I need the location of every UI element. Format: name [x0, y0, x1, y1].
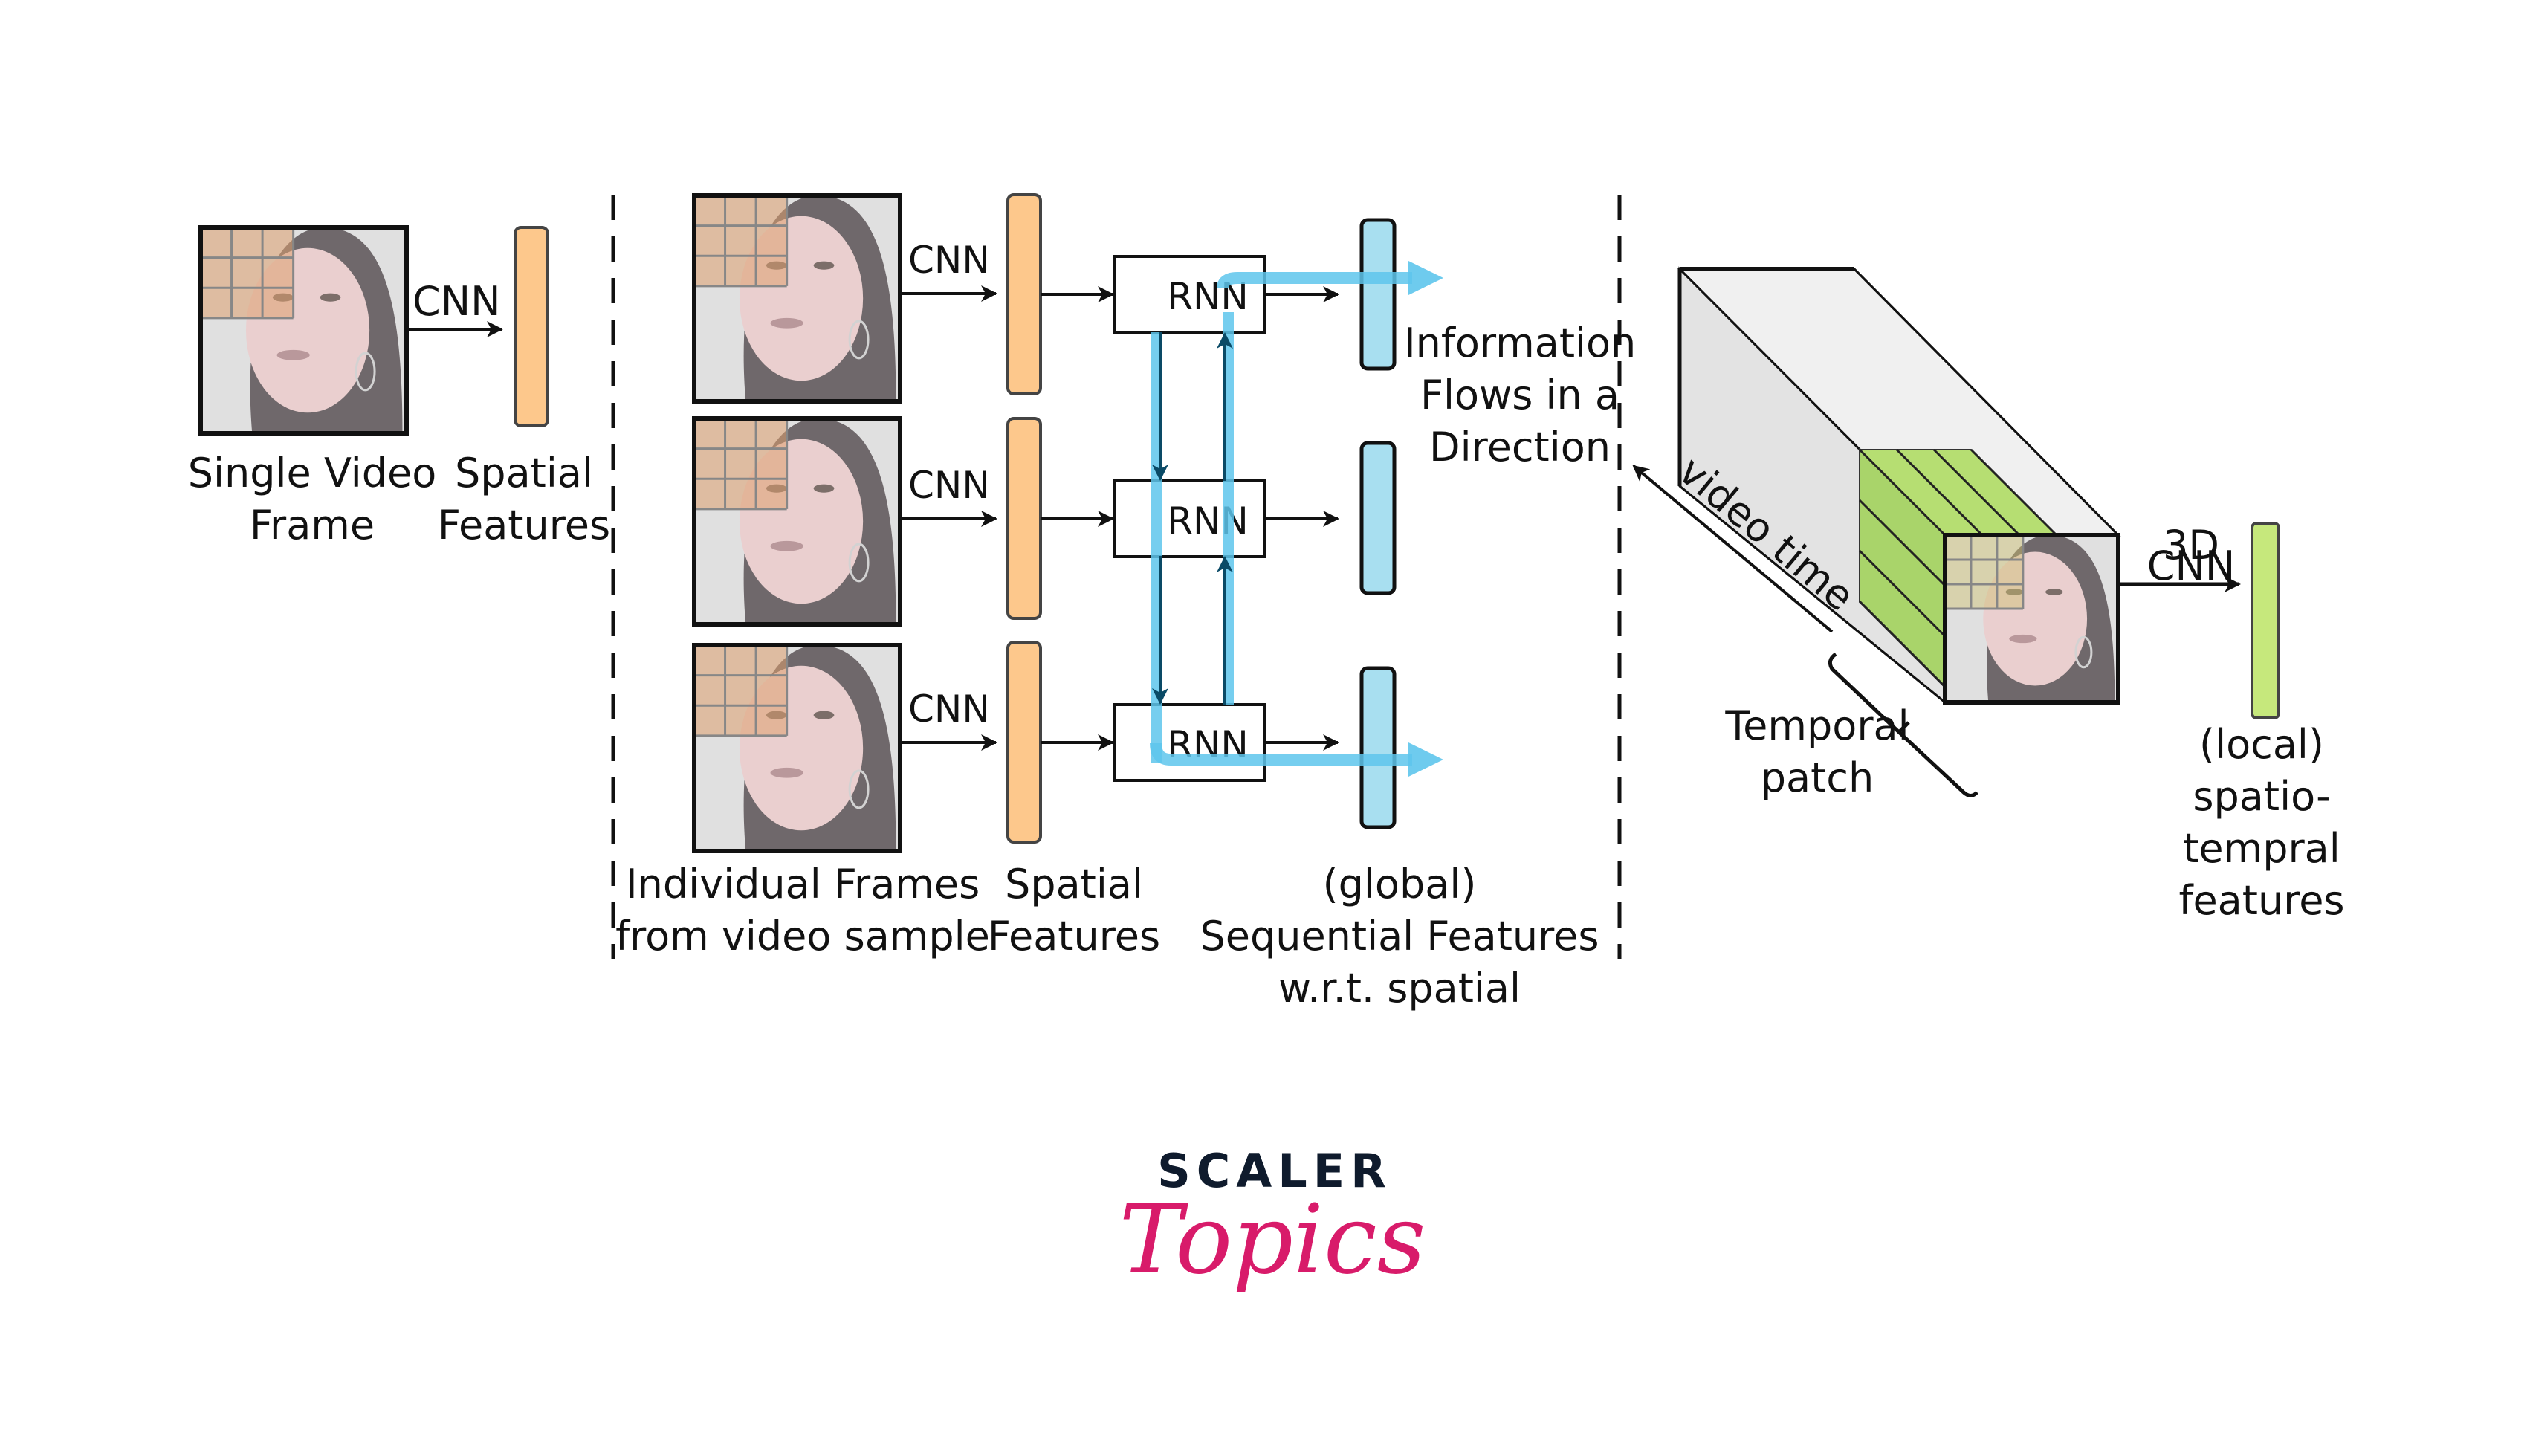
st-caption-line2: spatio- — [2193, 773, 2330, 820]
cuboid-bottom-edge — [1679, 485, 1946, 704]
earring — [848, 543, 870, 583]
frame-border — [1943, 533, 2120, 705]
video-frame-image — [198, 225, 409, 436]
sequential-caption-line3: w.r.t. spatial — [1278, 965, 1521, 1012]
flow-caption-line1: Information — [1404, 320, 1637, 366]
frame-fade — [201, 227, 407, 433]
info-flow-bottom-arrowhead — [1408, 742, 1443, 777]
sequential-caption-line1: (global) — [1323, 861, 1477, 907]
spatial-caption-line1: Spatial — [1005, 861, 1143, 907]
cnn-label: CNN — [908, 687, 990, 731]
grid-overlay — [1945, 535, 2023, 609]
info-flow-top-branch — [1217, 272, 1412, 289]
cnn3d-label-line1-visible: 3D — [2163, 522, 2219, 569]
mouth — [2009, 634, 2037, 644]
single-frame-section: CNN Single Video Frame Spatial Features — [188, 225, 610, 549]
spatial-caption-line2: Features — [988, 913, 1160, 960]
spatial-feature-bar — [1006, 417, 1042, 620]
grid-overlay — [694, 645, 787, 736]
cnn-label: CNN — [908, 464, 990, 507]
patch-caption-line1: Temporal — [1724, 702, 1909, 749]
flow-caption-line3: Direction — [1429, 424, 1611, 470]
logo-scaler-text: SCALER — [1157, 1144, 1392, 1198]
temporal-patch-block — [1857, 447, 2059, 690]
flow-caption-line2: Flows in a — [1420, 372, 1620, 418]
rnn-label: RNN — [1167, 499, 1249, 543]
patch-slice-line — [1970, 448, 2058, 537]
earring — [848, 769, 870, 809]
sequential-feature-bar — [1359, 218, 1397, 371]
spatial-feature-bar — [1006, 193, 1042, 395]
rnn-cell — [1113, 703, 1266, 782]
patch-slice-line — [1858, 600, 1947, 688]
spatial-feature-bar — [514, 226, 549, 427]
info-flow-bottom-branch — [1150, 742, 1412, 766]
sequential-caption-line2: Sequential Features — [1200, 913, 1599, 960]
earring — [355, 352, 376, 392]
frame-border — [692, 416, 902, 627]
video-time-arrow — [1632, 465, 1834, 633]
rnn-cell — [1113, 255, 1266, 334]
st-caption-line1: (local) — [2199, 721, 2324, 768]
st-caption-line3: tempral — [2183, 825, 2340, 872]
spatiotemporal-feature-bar — [2251, 522, 2280, 719]
mouth — [770, 767, 803, 778]
frame-caption-line1: Single Video — [188, 450, 436, 496]
grid-overlay — [201, 227, 294, 318]
patch-slice-line — [1858, 448, 1947, 537]
sequential-feature-bar — [1359, 441, 1397, 595]
cnn3d-section: video time Temporal patch 3D 3D CNN (loc… — [1632, 266, 2345, 924]
frame-border — [692, 643, 902, 853]
eye-left — [2005, 589, 2023, 595]
mouth — [276, 349, 310, 360]
eye-right — [813, 711, 835, 719]
eye-right — [2045, 589, 2063, 595]
mouth — [770, 317, 803, 329]
patch-caption-line2: patch — [1761, 754, 1874, 801]
patch-slice-line — [1895, 448, 1984, 537]
frame-fade — [694, 645, 900, 851]
scaler-topics-logo: SCALER Topics — [1119, 1144, 1426, 1295]
cuboid-right-edge — [1853, 268, 2120, 537]
earring — [2074, 635, 2093, 669]
front-video-frame-image — [1679, 268, 2120, 705]
eye-right — [320, 293, 341, 302]
cnn-label: CNN — [412, 278, 501, 325]
grid-overlay — [694, 418, 787, 509]
feature-caption-line1: Spatial — [455, 450, 593, 496]
frame-fade — [694, 195, 900, 401]
frame-fade — [1945, 535, 2118, 702]
logo-topics-text: Topics — [1119, 1185, 1426, 1295]
patch-slice-line — [1858, 549, 1947, 638]
video-frame-image — [692, 193, 902, 404]
frames-caption-line2: from video sample — [615, 913, 990, 960]
sequential-feature-bar — [1359, 666, 1397, 829]
spatial-feature-bar — [1006, 641, 1042, 844]
temporal-patch-bracket — [1828, 652, 1978, 797]
patch-slice-line — [1932, 448, 2021, 537]
rnn-row: CNN RNN — [692, 416, 1397, 627]
info-flow-top-arrowhead — [1408, 261, 1443, 295]
eye-right — [813, 484, 835, 493]
earring — [848, 320, 870, 360]
frame-fade — [694, 418, 900, 624]
video-frame-image — [692, 643, 902, 853]
mouth — [770, 540, 803, 551]
frames-caption-line1: Individual Frames — [626, 861, 980, 907]
video-frame-image — [692, 416, 902, 627]
cnn3d-label-line2: CNN — [2147, 543, 2236, 589]
rnn-cell — [1113, 479, 1266, 558]
feature-caption-line2: Features — [438, 502, 610, 549]
grid-overlay — [694, 195, 787, 286]
frame-border — [692, 193, 902, 404]
cnn-label: CNN — [908, 239, 990, 282]
patch-slice-line — [1858, 499, 1947, 587]
frame-caption-line2: Frame — [250, 502, 375, 549]
eye-right — [813, 261, 835, 270]
st-caption-line4: features — [2178, 877, 2344, 924]
